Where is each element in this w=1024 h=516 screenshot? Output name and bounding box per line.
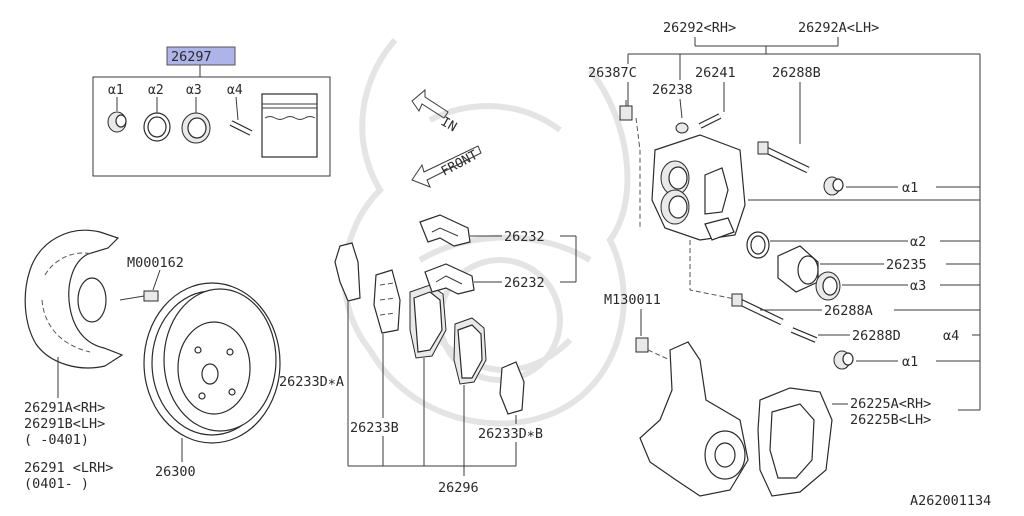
caliper-lh-label: 26292A<LH> bbox=[798, 20, 879, 36]
bolt-m130011-label: M130011 bbox=[604, 292, 661, 308]
clip-mid-part[interactable] bbox=[424, 263, 475, 295]
kit-item-label: α2 bbox=[148, 83, 164, 98]
in-arrow: IN bbox=[411, 88, 459, 135]
kit-item-label: α4 bbox=[227, 83, 243, 98]
kit-part-number-highlight bbox=[166, 46, 236, 66]
boot-a3-label: α3 bbox=[910, 278, 926, 294]
shim-a-part[interactable] bbox=[334, 242, 361, 302]
piston-label: 26235 bbox=[886, 257, 927, 273]
seal-a2-part[interactable] bbox=[746, 231, 770, 259]
kit-pin-part bbox=[229, 120, 253, 136]
cap-label: 26238 bbox=[652, 82, 693, 98]
front-arrow: FRONT bbox=[411, 145, 482, 188]
lock-pin-part[interactable] bbox=[698, 113, 722, 129]
bleeder-screw-part[interactable] bbox=[619, 100, 633, 121]
inner-shim-part[interactable] bbox=[373, 269, 401, 334]
shim-db-label: 26233D∗B bbox=[478, 426, 543, 442]
disc-cover-part[interactable] bbox=[24, 229, 124, 369]
seal-a2-label: α2 bbox=[910, 234, 926, 250]
kit-seal-part bbox=[143, 112, 171, 142]
inner-pad-part[interactable] bbox=[409, 284, 447, 359]
boot-a1-top-part[interactable] bbox=[823, 176, 844, 196]
brake-disc-part[interactable] bbox=[143, 282, 281, 444]
caliper-body-part[interactable] bbox=[651, 134, 746, 241]
cover-label-lh: 26291B<LH> bbox=[24, 416, 105, 432]
figure-id-label: A262001134 bbox=[910, 493, 991, 509]
cover-alt-date: (0401- ) bbox=[24, 476, 89, 492]
guide-pin-b-label: 26288B bbox=[772, 65, 821, 81]
shim-b-label: 26233B bbox=[350, 420, 399, 436]
clip-top-part[interactable] bbox=[419, 214, 471, 247]
outer-pad-part[interactable] bbox=[453, 317, 487, 385]
pin-d-alpha-label: α4 bbox=[943, 328, 959, 344]
pin-d-label: 26288D bbox=[852, 328, 901, 344]
support-rh-label: 26225A<RH> bbox=[850, 396, 931, 412]
kit-item-label: α1 bbox=[108, 83, 124, 98]
boot-a1-top-label: α1 bbox=[902, 180, 918, 196]
clip-top-label: 26232 bbox=[504, 229, 545, 245]
caliper-support-part[interactable] bbox=[757, 387, 833, 497]
grease-package-icon bbox=[261, 93, 318, 158]
guide-pin-a-label: 26288A bbox=[824, 303, 873, 319]
bolt-m000162-part[interactable] bbox=[119, 290, 159, 302]
cover-label-date: ( -0401) bbox=[24, 432, 89, 448]
clip-mid-label: 26232 bbox=[504, 275, 545, 291]
kit-boot-part bbox=[107, 111, 127, 133]
shim-a-label: 26233D∗A bbox=[279, 374, 344, 390]
shim-db-part[interactable] bbox=[499, 361, 525, 415]
boot-a1-bottom-label: α1 bbox=[902, 354, 918, 370]
piston-part[interactable] bbox=[777, 245, 819, 293]
pad-set-label: 26296 bbox=[438, 480, 479, 496]
cover-alt-label: 26291 <LRH> bbox=[24, 460, 113, 476]
boot-a3-part[interactable] bbox=[815, 271, 841, 301]
front-arrow-label: FRONT bbox=[439, 148, 481, 180]
bolt-m000162-label: M000162 bbox=[127, 255, 184, 271]
guide-pin-b-part[interactable] bbox=[757, 141, 810, 174]
kit-box bbox=[92, 76, 331, 177]
cap-part[interactable] bbox=[675, 122, 689, 134]
kit-26297[interactable]: 26297 α1 α2 α3 α4 bbox=[92, 46, 331, 177]
boot-a1-bottom-part[interactable] bbox=[833, 350, 854, 370]
bolt-m130011-part[interactable] bbox=[635, 337, 649, 353]
kit-part-number: 26297 bbox=[171, 49, 212, 65]
in-arrow-label: IN bbox=[438, 114, 459, 135]
disc-label: 26300 bbox=[155, 464, 196, 480]
watermark-emblem bbox=[341, 38, 631, 427]
support-lh-label: 26225B<LH> bbox=[850, 412, 931, 428]
kit-item-label: α3 bbox=[186, 83, 202, 98]
bleeder-label: 26387C bbox=[588, 65, 637, 81]
kit-boot-ring-part bbox=[181, 112, 211, 144]
caliper-rh-label: 26292<RH> bbox=[663, 20, 736, 36]
lock-pin-label: 26241 bbox=[695, 65, 736, 81]
cover-label-rh: 26291A<RH> bbox=[24, 400, 105, 416]
pin-d-part[interactable] bbox=[790, 327, 818, 343]
steering-knuckle-part[interactable] bbox=[639, 341, 749, 497]
guide-pin-a-part[interactable] bbox=[731, 293, 784, 326]
